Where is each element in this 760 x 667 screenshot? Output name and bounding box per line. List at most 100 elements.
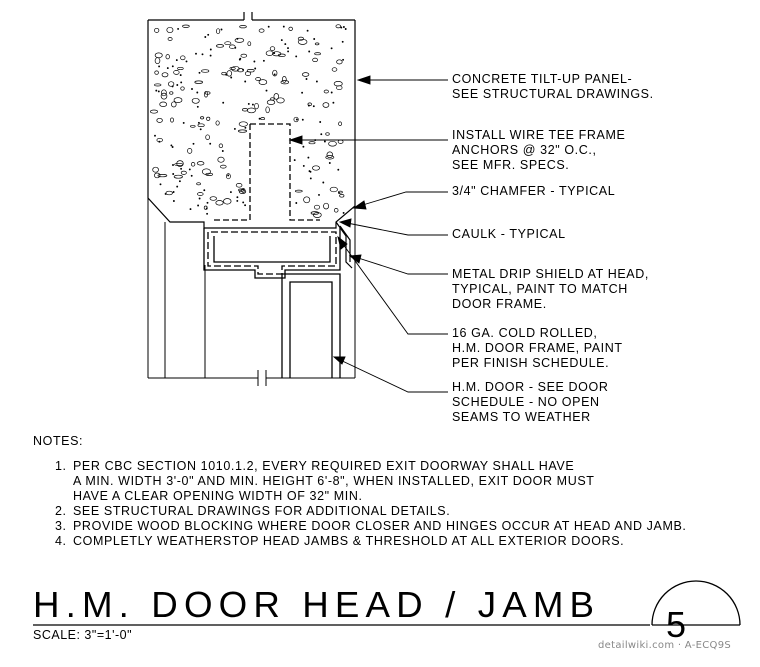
sand-dot xyxy=(195,52,197,55)
sand-dot xyxy=(330,91,333,94)
aggregate-mark xyxy=(333,81,343,87)
aggregate-mark xyxy=(247,41,252,47)
aggregate-mark xyxy=(176,160,184,167)
aggregate-mark xyxy=(265,50,274,56)
sand-dot xyxy=(222,101,225,104)
aggregate-mark xyxy=(269,46,276,51)
aggregate-mark xyxy=(196,182,201,186)
sand-dot xyxy=(301,118,304,121)
sand-dot xyxy=(342,58,345,61)
aggregate-mark xyxy=(280,80,290,85)
sand-dot xyxy=(307,104,310,107)
aggregate-mark xyxy=(154,70,159,75)
sand-dot xyxy=(332,101,335,104)
note-item: 4. COMPLETLY WEATHERSTOP HEAD JAMBS & TH… xyxy=(33,534,686,549)
sand-dot xyxy=(229,191,232,194)
callout-wire-tee-anchors: INSTALL WIRE TEE FRAME ANCHORS @ 32" O.C… xyxy=(452,128,626,172)
sand-dot xyxy=(293,159,296,162)
aggregate-mark xyxy=(171,101,177,108)
aggregate-mark xyxy=(258,79,268,85)
sand-dot xyxy=(308,50,311,53)
aggregate-mark xyxy=(314,52,321,56)
aggregate-mark xyxy=(270,97,275,101)
aggregate-mark xyxy=(277,53,286,57)
aggregate-mark xyxy=(167,81,175,87)
aggregate-mark xyxy=(226,70,233,77)
sand-dot xyxy=(170,144,173,147)
aggregate-mark xyxy=(329,186,338,193)
sand-dot xyxy=(177,27,180,30)
aggregate-mark xyxy=(173,97,183,103)
aggregate-mark xyxy=(308,141,316,145)
sand-dot xyxy=(185,60,188,63)
sand-dot xyxy=(323,140,326,143)
sand-dot xyxy=(206,212,209,215)
aggregate-mark xyxy=(170,117,174,123)
watermark: detailwiki.com · A-ECQ9S xyxy=(598,640,732,651)
sand-dot xyxy=(330,47,333,50)
sand-dot xyxy=(338,192,341,194)
aggregate-mark xyxy=(182,24,190,28)
aggregate-mark xyxy=(234,37,245,43)
aggregate-mark xyxy=(161,72,169,78)
sand-dot xyxy=(180,167,183,170)
aggregate-mark xyxy=(242,108,248,112)
aggregate-mark xyxy=(312,212,322,218)
sand-dot xyxy=(175,59,178,62)
aggregate-mark xyxy=(156,117,163,123)
sand-dot xyxy=(178,180,181,183)
sand-dot xyxy=(265,89,268,92)
aggregate-mark xyxy=(266,99,276,105)
aggregate-mark xyxy=(272,51,282,57)
aggregate-mark xyxy=(255,77,261,81)
aggregate-mark xyxy=(215,120,220,126)
aggregate-mark xyxy=(159,101,168,107)
aggregate-mark xyxy=(339,194,345,198)
sand-dot xyxy=(309,177,312,180)
aggregate-mark xyxy=(180,86,185,91)
sand-dot xyxy=(172,200,175,202)
sand-dot xyxy=(209,48,212,51)
aggregate-mark xyxy=(201,69,210,73)
aggregate-mark xyxy=(338,121,343,126)
aggregate-mark xyxy=(246,107,256,114)
aggregate-mark xyxy=(154,83,162,87)
sand-dot xyxy=(337,168,340,171)
aggregate-mark xyxy=(294,189,303,193)
aggregate-mark xyxy=(325,132,330,136)
aggregate-mark xyxy=(215,200,224,206)
aggregate-mark xyxy=(235,183,243,188)
aggregate-mark xyxy=(167,37,173,41)
sand-dot xyxy=(158,140,161,143)
sand-dot xyxy=(273,73,276,76)
aggregate-mark xyxy=(152,166,159,173)
sand-dot xyxy=(307,156,310,159)
title-block xyxy=(33,580,741,626)
sand-dot xyxy=(176,185,179,188)
aggregate-mark xyxy=(326,151,334,159)
aggregate-mark xyxy=(223,198,232,205)
sand-dot xyxy=(247,102,250,105)
callout-concrete-panel: CONCRETE TILT-UP PANEL- SEE STRUCTURAL D… xyxy=(452,72,654,101)
sand-dot xyxy=(284,43,287,46)
note-text: PER CBC SECTION 1010.1.2, EVERY REQUIRED… xyxy=(73,459,595,503)
sand-dot xyxy=(320,133,323,136)
aggregate-mark xyxy=(258,28,265,33)
aggregate-mark xyxy=(229,66,236,70)
note-item: 3. PROVIDE WOOD BLOCKING WHERE DOOR CLOS… xyxy=(33,519,686,534)
sand-dot xyxy=(313,38,316,40)
sand-dot xyxy=(198,197,201,200)
aggregate-mark xyxy=(276,97,285,104)
aggregate-mark xyxy=(323,89,329,94)
sand-dot xyxy=(302,164,305,167)
sand-dot xyxy=(342,211,345,214)
aggregate-mark xyxy=(337,139,344,144)
sand-dot xyxy=(171,65,174,68)
aggregate-mark xyxy=(260,117,266,121)
note-number: 2. xyxy=(55,504,67,518)
aggregate-mark xyxy=(240,53,248,58)
sand-dot xyxy=(205,207,208,210)
sand-dot xyxy=(262,59,265,62)
detail-number: 5 xyxy=(666,604,687,645)
